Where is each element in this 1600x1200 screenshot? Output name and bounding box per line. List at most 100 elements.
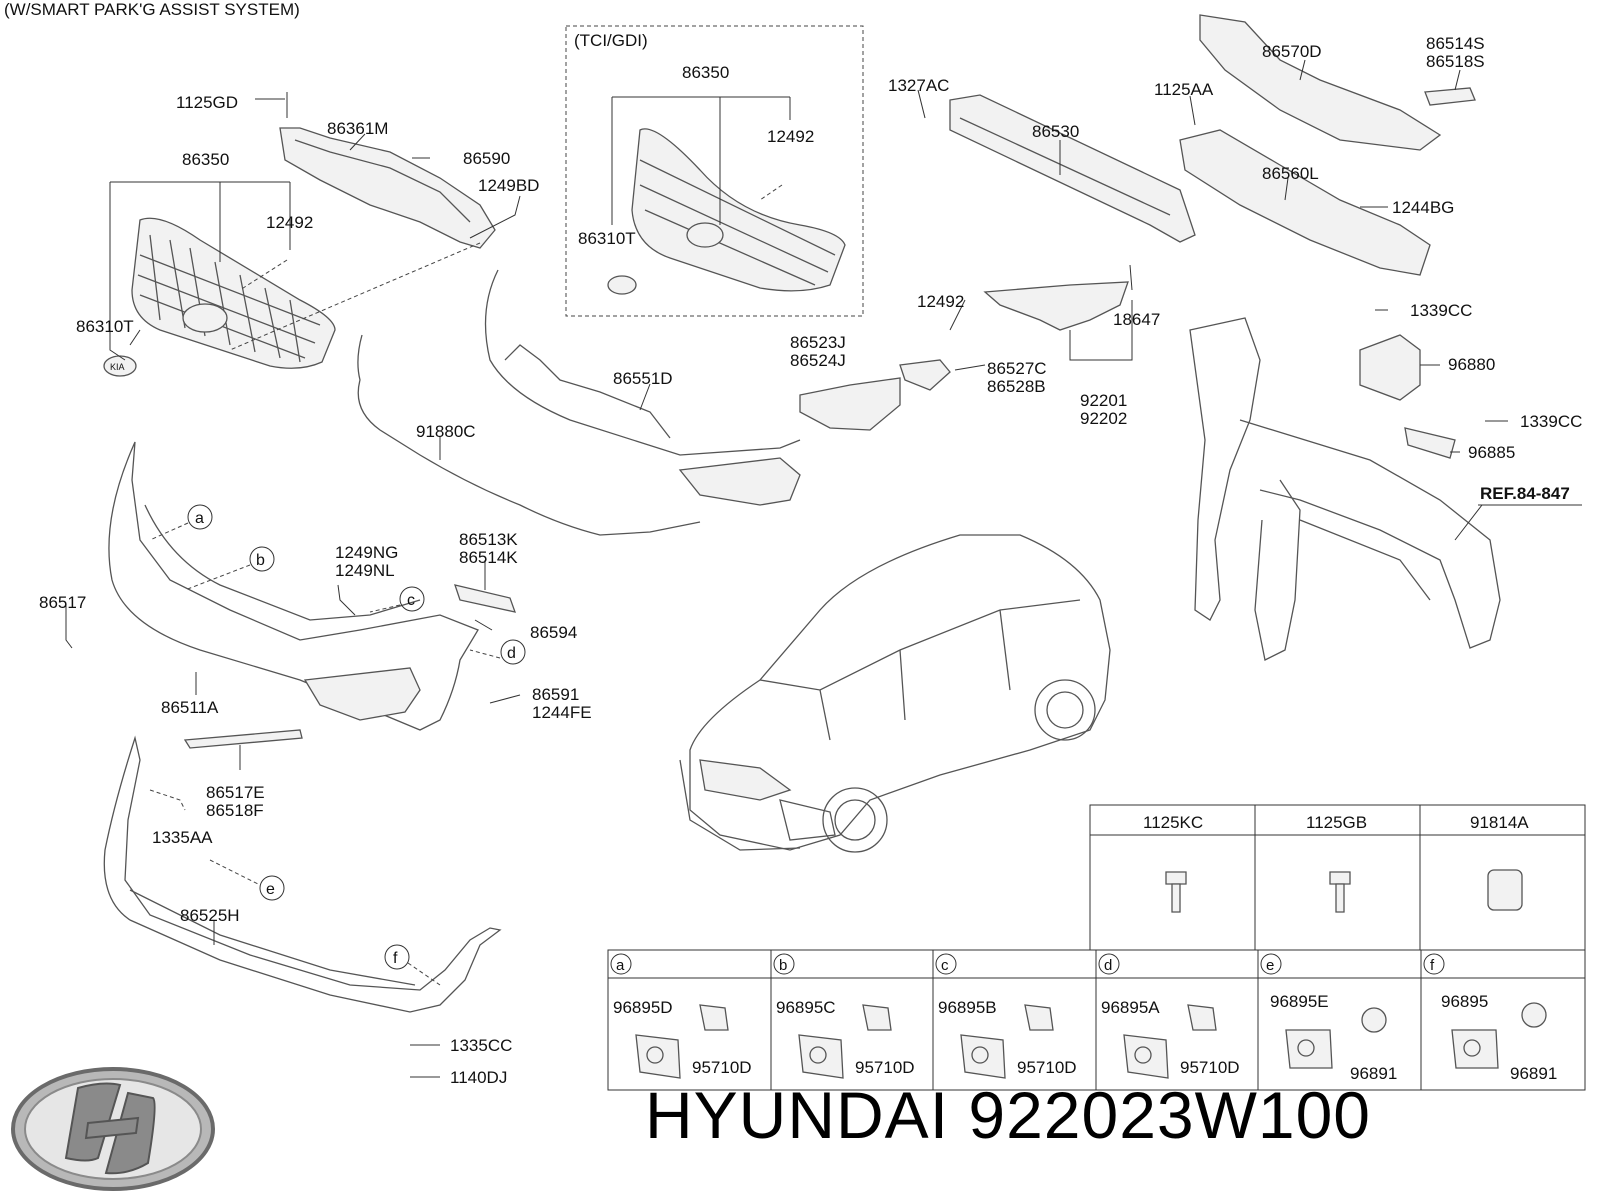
vehicle-illustration xyxy=(679,534,1111,853)
callout-1339cc-top: 1339CC xyxy=(1410,301,1472,320)
callout-1244fe: 1244FE xyxy=(532,703,592,722)
callout-ref: REF.84-847 xyxy=(1480,484,1570,503)
emblem-86310t-inset xyxy=(607,275,637,295)
foglamp-86523j xyxy=(799,377,901,431)
sensor-cell-d: d 96895A 95710D xyxy=(1098,953,1240,1079)
bolt-1125kc-icon xyxy=(1165,871,1187,913)
absorber-86560l xyxy=(1179,129,1431,276)
callout-86518s: 86518S xyxy=(1426,52,1485,71)
upper-cover-86361m xyxy=(279,127,496,249)
sensor-cell-f-part: 96895 xyxy=(1441,992,1488,1011)
header-note: (W/SMART PARK'G ASSIST SYSTEM) xyxy=(4,0,300,19)
callout-86350-inset: 86350 xyxy=(682,63,729,82)
bracket-86514s xyxy=(1424,87,1476,106)
sensor-cell-c-part: 96895B xyxy=(938,998,997,1017)
molding-86517e xyxy=(183,729,303,749)
sensor-cell-e-sub: 96891 xyxy=(1350,1064,1397,1083)
callout-86350-left: 86350 xyxy=(182,150,229,169)
callout-1244bg: 1244BG xyxy=(1392,198,1454,217)
sensor-cell-e: e 96895E 96891 xyxy=(1260,953,1397,1083)
inset-frame xyxy=(565,25,864,317)
sensor-cell-d-sub: 95710D xyxy=(1180,1058,1240,1077)
callout-86524j: 86524J xyxy=(790,351,846,370)
part-number-title: HYUNDAI 922023W100 xyxy=(645,1078,1372,1152)
retainer-86513k xyxy=(454,584,517,613)
callout-86530: 86530 xyxy=(1032,122,1079,141)
sensor-cell-c: c 96895B 95710D xyxy=(935,953,1077,1079)
inset-label: (TCI/GDI) xyxy=(574,31,648,50)
callout-86570d: 86570D xyxy=(1262,42,1322,61)
marker-c xyxy=(399,586,425,612)
fastener-table: 1125KC 1125GB 91814A xyxy=(1089,804,1586,951)
foglamp-bezel-92201 xyxy=(983,281,1129,331)
sensor-cell-e-marker: e xyxy=(1266,957,1274,974)
marker-d xyxy=(500,639,526,665)
sensor-cell-c-sub: 95710D xyxy=(1017,1058,1077,1077)
callout-86361m: 86361M xyxy=(327,119,388,138)
callout-86591: 86591 xyxy=(532,685,579,704)
emblem-86310t-left: KIA xyxy=(103,355,137,377)
sensor-cell-a-marker: a xyxy=(616,957,625,974)
callout-86528b: 86528B xyxy=(987,377,1046,396)
callout-1140dj: 1140DJ xyxy=(450,1068,507,1087)
callout-86527c: 86527C xyxy=(987,359,1047,378)
fastener-header-1125kc: 1125KC xyxy=(1143,813,1203,832)
callout-96885: 96885 xyxy=(1468,443,1515,462)
callout-91880c: 91880C xyxy=(416,422,476,441)
lower-strip-86525h xyxy=(103,735,502,1013)
callout-86525h: 86525H xyxy=(180,906,240,925)
marker-f-label: f xyxy=(393,950,398,967)
grille-86350-left xyxy=(131,217,336,369)
fastener-header-91814a: 91814A xyxy=(1470,813,1529,832)
bumper-cover-86511a xyxy=(108,441,479,731)
callout-18647: 18647 xyxy=(1113,310,1160,329)
svg-text:KIA: KIA xyxy=(110,362,125,372)
sensor-cell-e-part: 96895E xyxy=(1270,992,1329,1011)
callout-86511a: 86511A xyxy=(161,698,219,717)
carrier-frame xyxy=(1189,317,1501,661)
callout-92201: 92201 xyxy=(1080,391,1127,410)
bumper-bracket-86551d xyxy=(484,269,801,506)
sensor-cell-a-part: 96895D xyxy=(613,998,673,1017)
callout-86518f: 86518F xyxy=(206,801,264,820)
callout-1125gd: 1125GD xyxy=(176,93,238,112)
marker-f xyxy=(384,944,410,970)
sensor-cell-d-marker: d xyxy=(1104,957,1112,974)
callout-86517: 86517 xyxy=(39,593,86,612)
fastener-header-1125gb: 1125GB xyxy=(1306,813,1367,832)
callout-12492-inset: 12492 xyxy=(767,127,814,146)
bolt-1125gb-icon xyxy=(1329,871,1351,913)
marker-a-label: a xyxy=(195,510,204,527)
callout-1335cc: 1335CC xyxy=(450,1036,512,1055)
callout-1249nl: 1249NL xyxy=(335,561,395,580)
callout-86513k: 86513K xyxy=(459,530,518,549)
marker-a xyxy=(187,504,213,530)
sensor-cell-f: f 96895 96891 xyxy=(1423,953,1557,1083)
beam-86530 xyxy=(949,94,1196,243)
sensor-cell-f-marker: f xyxy=(1430,957,1435,974)
callout-1339cc-mid: 1339CC xyxy=(1520,412,1582,431)
sensor-cell-d-part: 96895A xyxy=(1101,998,1160,1017)
callout-86590: 86590 xyxy=(463,149,510,168)
bracket-96885 xyxy=(1404,427,1456,459)
module-96880 xyxy=(1359,334,1421,401)
callout-1335aa: 1335AA xyxy=(152,828,213,847)
sensor-cell-a-sub: 95710D xyxy=(692,1058,752,1077)
callout-86551d: 86551D xyxy=(613,369,673,388)
callout-86523j: 86523J xyxy=(790,333,846,352)
sensor-cell-b-marker: b xyxy=(779,957,787,974)
hyundai-logo-icon xyxy=(11,1067,215,1191)
callout-86514s: 86514S xyxy=(1426,34,1485,53)
callout-1327ac: 1327AC xyxy=(888,76,949,95)
marker-c-label: c xyxy=(407,592,415,609)
callout-92202: 92202 xyxy=(1080,409,1127,428)
marker-e-label: e xyxy=(266,881,275,898)
callout-86560l: 86560L xyxy=(1262,164,1319,183)
sensor-cell-c-marker: c xyxy=(941,957,949,974)
grille-86350-inset xyxy=(631,128,846,292)
marker-b-label: b xyxy=(256,552,265,569)
callout-1249bd: 1249BD xyxy=(478,176,539,195)
callout-86310t-inset: 86310T xyxy=(578,229,636,248)
callout-86514k: 86514K xyxy=(459,548,518,567)
